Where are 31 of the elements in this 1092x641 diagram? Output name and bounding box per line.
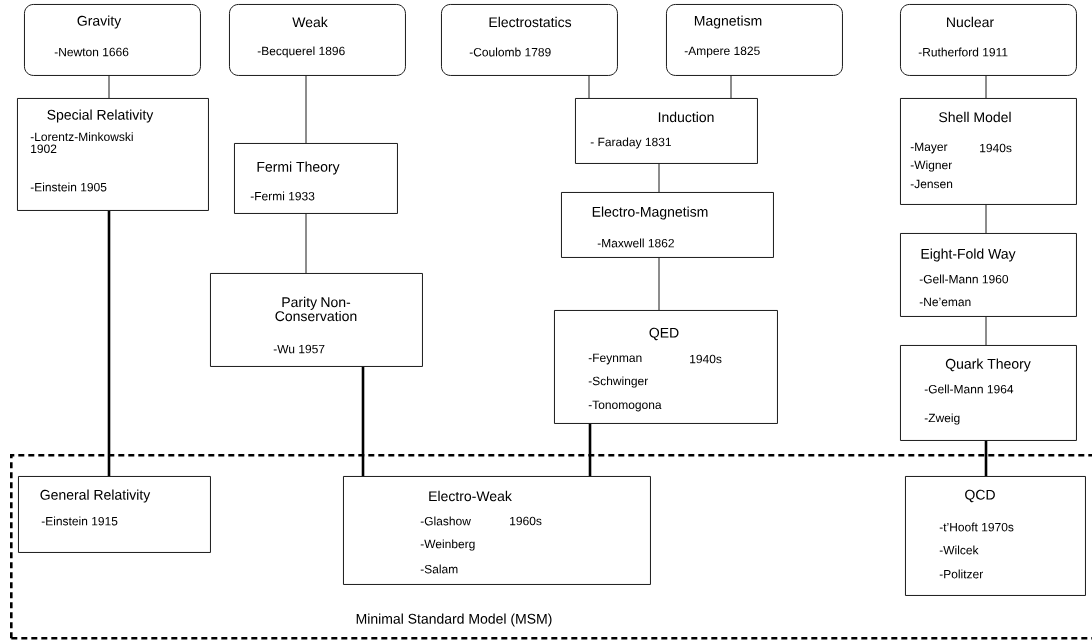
rounded-box: Gravity -Newton 1666 bbox=[24, 4, 201, 76]
process-box: General Relativity -Einstein 1915 bbox=[18, 476, 211, 553]
connector-line bbox=[658, 163, 660, 193]
process-box: QCD -t’Hooft 1970s -Wilcek -Politzer bbox=[905, 476, 1086, 596]
process-box: Quark Theory -Gell-Mann 1964 -Zweig bbox=[900, 345, 1077, 441]
rounded-box: Nuclear -Rutherford 1911 bbox=[900, 4, 1077, 76]
connector-line bbox=[588, 423, 592, 476]
rounded-box: Weak -Becquerel 1896 bbox=[229, 4, 406, 76]
process-box: Special Relativity -Lorentz-Minkowski 1902 -Einstein 1905 bbox=[17, 98, 209, 211]
process-box: Electro-Magnetism -Maxwell 1862 bbox=[561, 192, 774, 258]
process-box: Induction - Faraday 1831 bbox=[575, 98, 758, 164]
connector-line bbox=[984, 440, 988, 476]
connector-line bbox=[985, 316, 987, 346]
connector-line bbox=[588, 75, 590, 99]
connector-line bbox=[730, 75, 732, 99]
process-box: Eight-Fold Way -Gell-Mann 1960 -Ne’eman bbox=[900, 233, 1077, 317]
connector-line bbox=[305, 213, 307, 274]
process-box: Shell Model -Mayer 1940s -Wigner -Jensen bbox=[900, 98, 1077, 205]
connector-line bbox=[361, 366, 365, 476]
rounded-box: Electrostatics -Coulomb 1789 bbox=[441, 4, 618, 76]
connector-line bbox=[658, 257, 660, 311]
process-box: QED -Feynman 1940s -Schwinger -Tonomogona bbox=[554, 310, 778, 424]
process-box: Fermi Theory -Fermi 1933 bbox=[234, 143, 398, 214]
rounded-box: Magnetism -Ampere 1825 bbox=[666, 4, 843, 76]
process-box: Electro-Weak -Glashow 1960s -Weinberg -Salam bbox=[343, 476, 651, 585]
connector-line bbox=[985, 204, 987, 234]
process-box: Parity Non-Conservation -Wu 1957 bbox=[210, 273, 423, 367]
connector-line bbox=[107, 210, 111, 476]
connector-line bbox=[108, 75, 110, 99]
connector-line bbox=[985, 75, 987, 99]
connector-line bbox=[305, 75, 307, 144]
